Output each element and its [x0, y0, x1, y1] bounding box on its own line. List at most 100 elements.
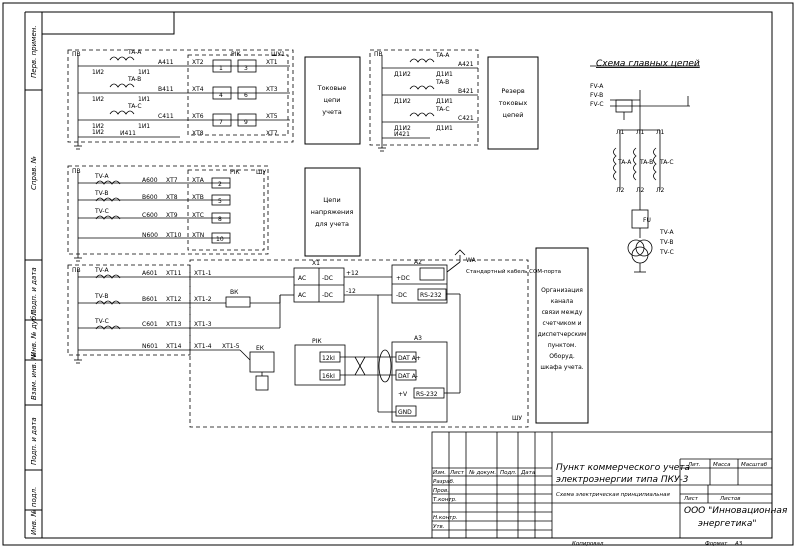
tb-role-4: Утв. — [433, 524, 445, 530]
title-org-0: ООО "Инновационная — [684, 506, 788, 516]
box-org-1: канала — [551, 298, 574, 305]
b1-xtr-0: ХТ1 — [266, 59, 278, 66]
side-stamp-6: Инв. № подл. — [30, 487, 38, 535]
side-stamp-1: Справ. № — [30, 156, 38, 190]
b1-ct-b: TA-B — [127, 76, 141, 83]
b1-rt-0: 1И1 — [138, 69, 150, 76]
b4-a3-pin-3: GND — [398, 409, 412, 416]
b1-ct-c: TA-C — [127, 103, 142, 110]
b3-vt-b: TV-B — [94, 190, 109, 197]
tb-role-0: Разраб. — [433, 479, 455, 485]
tb-scale: Масштаб — [741, 462, 768, 468]
b3-pin-2: 8 — [218, 216, 222, 223]
b3-vt-c: TV-C — [94, 208, 109, 215]
b2-wire-b: B421 — [458, 88, 474, 95]
b1-frame-label: ПВ — [72, 51, 81, 58]
b1-rt-2: 1И1 — [138, 123, 150, 130]
side-stamp-4: Взам. инв. № — [30, 352, 38, 400]
inner-frame — [41, 11, 773, 539]
b2-lt-0: Д1И2 — [394, 71, 411, 78]
tb-role-2: Т.контр. — [433, 497, 457, 503]
b1-xtr-1: ХТ3 — [266, 86, 278, 93]
box-current-0: Токовые — [317, 84, 347, 92]
box-current-1: цепи — [324, 96, 341, 104]
corner-stamp — [41, 11, 175, 35]
b1-lt-1: 1И2 — [92, 96, 104, 103]
side-stamp-3: Инв. № дубл. — [30, 309, 38, 357]
title-name-1: электроэнергии типа ПКУ-3 — [556, 475, 689, 485]
side-stamp-0: Перв. примен. — [30, 25, 38, 78]
b3-pin-1: 5 — [218, 198, 222, 205]
b4-vt-a: TV-A — [94, 267, 109, 274]
b1-lt-2: 1И2 — [92, 123, 104, 130]
mc-vt-1: TV-B — [659, 239, 674, 246]
tb-col-1: Лист — [449, 470, 465, 476]
b4-xt-extra: ХТ1-5 — [222, 343, 240, 350]
b4-conv-io-0: AC — [298, 275, 306, 282]
b1-pin-7: 7 — [219, 119, 223, 126]
b4-conv-io-1: -DC — [322, 275, 333, 282]
mc-ct-2: TA-C — [659, 159, 674, 166]
b4-wire-a: A601 — [142, 270, 158, 277]
b3-vt-a: TV-A — [94, 173, 109, 180]
tb-mass: Масса — [713, 462, 731, 468]
b4-wire-b: B601 — [142, 296, 158, 303]
b3-wire-b: B600 — [142, 194, 158, 201]
b4-antenna: WA — [466, 257, 477, 264]
b2-ct-a: TA-A — [435, 52, 450, 59]
b4-frame-label: ПВ — [72, 267, 81, 274]
box-voltage-circuits — [304, 167, 361, 257]
b1-pin-9: 9 — [244, 119, 248, 126]
b3-xtp-0: ХТА — [192, 177, 205, 184]
box-reserve-1: токовых — [499, 99, 528, 107]
tb-role-1: Пров. — [433, 488, 449, 494]
tb-col-3: Подп. — [500, 470, 517, 476]
b1-xtl-3: ХТ8 — [192, 130, 204, 137]
block-communication: ПВ TV-A TV-B TV-C A601 B601 C601 N601 ХТ… — [67, 249, 561, 428]
mc-ct-top-0: Л1 — [616, 129, 625, 136]
box-voltage-2: для учета — [315, 220, 349, 228]
b2-lt-3: И421 — [394, 131, 410, 138]
b4-conv-label: Х1 — [312, 260, 320, 267]
b1-wire-n: И411 — [120, 130, 136, 137]
box-voltage-1: напряжения — [311, 208, 354, 216]
box-org-0: Организация — [541, 287, 583, 294]
b1-pin-3: 3 — [244, 65, 248, 72]
b2-rt-2: Д1И1 — [436, 125, 453, 132]
b4-conv-io-3: -DC — [322, 292, 333, 299]
b3-panel-label: РIК — [230, 169, 240, 176]
b4-ac-pin-1: RS-232 — [420, 292, 442, 299]
block-ct-metering: ПВ РIК ШУ1 TA-A TA-B TA-C 1И2 1И2 1И2 1И… — [67, 49, 294, 150]
b4-ac-pin-2: +DC — [396, 275, 410, 282]
b1-pin-6: 6 — [244, 92, 248, 99]
b4-note: Стандартный кабель COM-порта — [466, 268, 561, 275]
box-org-5: пунктом. — [548, 342, 577, 349]
box-current-circuits — [304, 56, 361, 145]
side-stamp-2: Подп. и дата — [30, 267, 38, 315]
b1-lt-0: 1И2 — [92, 69, 104, 76]
b3-wire-a: A600 — [142, 177, 158, 184]
b1-panel-id: ШУ1 — [271, 51, 285, 58]
title-name-0: Пункт коммерческого учета — [556, 463, 690, 473]
b1-ct-a: TA-A — [127, 49, 142, 56]
b1-wire-c: C411 — [158, 113, 174, 120]
block-vt-metering: ПВ РIК ШУ TV-A TV-B TV-C A600 B600 C600 … — [67, 165, 269, 262]
b1-wire-b: B411 — [158, 86, 174, 93]
b4-meter-pin-0: 12kI — [322, 355, 335, 362]
b4-xtm-2: ХТ1-3 — [194, 321, 212, 328]
b4-wire-c: C601 — [142, 321, 158, 328]
b1-xtl-1: ХТ4 — [192, 86, 204, 93]
b1-rt-1: 1И1 — [138, 96, 150, 103]
b4-psu: ЕК — [256, 345, 265, 352]
b3-xt-3: ХТ10 — [166, 232, 182, 239]
title-org-1: энергетика" — [698, 519, 757, 529]
mc-ct-bot-1: Л2 — [636, 187, 645, 194]
b3-xt-2: ХТ9 — [166, 212, 178, 219]
b1-pin-4: 4 — [219, 92, 223, 99]
b1-xtl-2: ХТ6 — [192, 113, 204, 120]
b4-conv-num-0: +12 — [346, 270, 359, 277]
box-current-2: учета — [322, 108, 341, 116]
b4-meter-label: РIК — [312, 338, 322, 345]
b4-conv-num-1: -12 — [346, 288, 356, 295]
